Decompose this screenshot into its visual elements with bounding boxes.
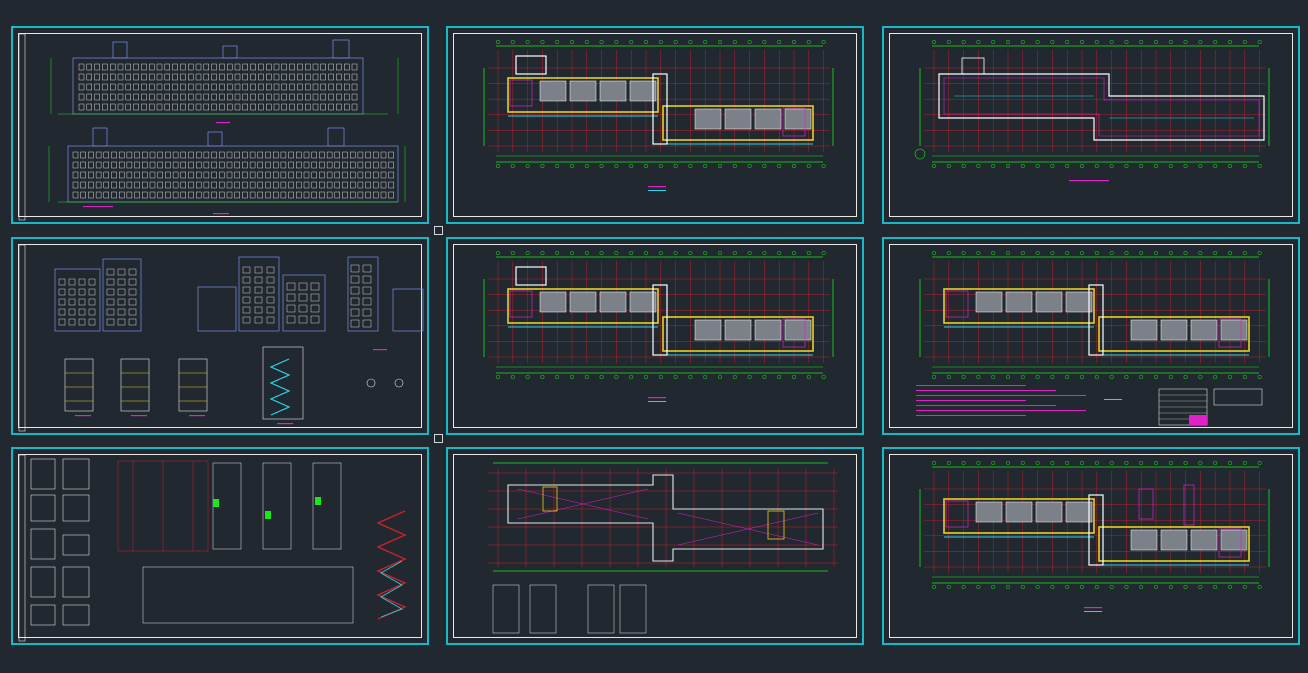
- sheet-frame: [889, 244, 1293, 428]
- roof-plan-drawing: [488, 462, 838, 634]
- sheet-frame: [18, 244, 422, 428]
- sheet-floor-plan-4[interactable]: [882, 447, 1300, 645]
- sheet-frame: [453, 454, 857, 638]
- sheet-floor-plan-ground[interactable]: [882, 26, 1300, 224]
- sheet-roof-plan[interactable]: [446, 447, 864, 645]
- side-elevation-drawing: [18, 244, 424, 432]
- viewport-grip[interactable]: [434, 434, 443, 443]
- sheet-floor-plan-2[interactable]: [446, 237, 864, 435]
- sheet-frame: [889, 33, 1293, 217]
- ground-plan-drawing: [914, 39, 1270, 182]
- sheet-side-elevations[interactable]: [11, 237, 429, 435]
- sheet-frame: [453, 244, 857, 428]
- sheet-frame: [18, 454, 422, 638]
- floor-plan-notes-drawing: [916, 250, 1270, 426]
- floor-plan-drawing: [919, 460, 1270, 612]
- details-drawing: [18, 454, 407, 642]
- sheet-frame: [889, 454, 1293, 638]
- floor-plan-drawing: [483, 250, 834, 402]
- sheet-floor-plan-3[interactable]: [882, 237, 1300, 435]
- sheet-frame: [18, 33, 422, 217]
- floor-plan-drawing: [483, 39, 834, 191]
- sheet-frame: [453, 33, 857, 217]
- sheet-floor-plan-1[interactable]: [446, 26, 864, 224]
- sheet-details[interactable]: [11, 447, 429, 645]
- sheet-elevations[interactable]: [11, 26, 429, 224]
- viewport-grip[interactable]: [434, 226, 443, 235]
- elevation-drawing: [18, 33, 406, 221]
